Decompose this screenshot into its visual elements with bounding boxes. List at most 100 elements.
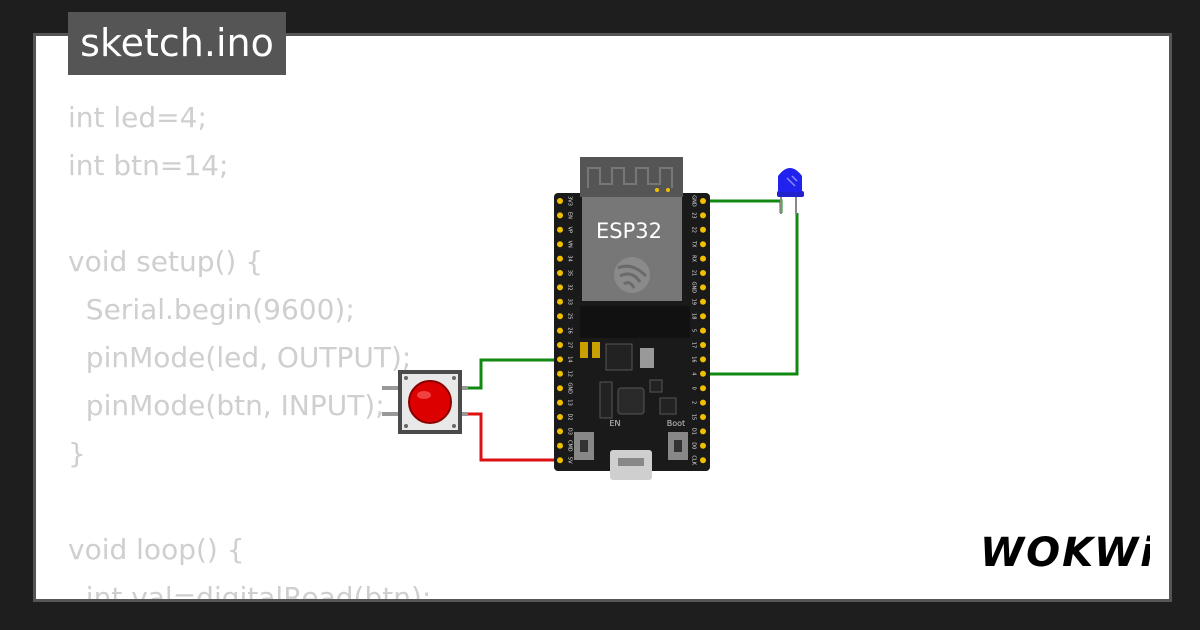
push-button[interactable]	[382, 370, 468, 434]
reset-button[interactable]	[574, 432, 594, 460]
left-pin-label: CMD	[567, 440, 573, 452]
wire-green-button[interactable]	[464, 358, 559, 390]
file-tab[interactable]: sketch.ino	[68, 12, 286, 75]
right-pin-label: 5	[691, 329, 697, 332]
esp32-board[interactable]: ESP32 EN Boot 3V3ENVPVN34353233252627141…	[554, 157, 710, 480]
blue-led[interactable]	[777, 168, 804, 214]
left-pin-label: EN	[567, 212, 573, 219]
boot-label: Boot	[667, 419, 685, 428]
left-pin-label: 5V	[567, 457, 573, 464]
left-pin-label: 12	[567, 371, 573, 377]
wire-green-led-cathode[interactable]	[703, 199, 783, 213]
right-pin-pad[interactable]	[700, 399, 706, 406]
left-pin-pad[interactable]	[557, 198, 563, 204]
left-pin-label: 27	[567, 342, 573, 348]
left-pin-pad[interactable]	[557, 414, 563, 420]
right-pin-label: 19	[691, 299, 697, 305]
boot-button[interactable]	[668, 432, 688, 460]
right-pin-label: TX	[691, 240, 697, 248]
right-pin-label: GND	[691, 195, 697, 207]
right-pin-label: 15	[691, 414, 697, 420]
right-pin-pad[interactable]	[700, 414, 706, 420]
right-pin-pad[interactable]	[700, 284, 706, 291]
code-editor[interactable]: int led=4; int btn=14; void setup() { Se…	[68, 101, 432, 602]
right-pin-label: 18	[691, 313, 697, 319]
right-pin-pad[interactable]	[700, 428, 706, 435]
left-pin-pad[interactable]	[557, 284, 563, 291]
right-pin-pad[interactable]	[700, 212, 706, 219]
wokwi-logo-text: WOKWi	[980, 530, 1150, 576]
left-pin-label: 32	[567, 284, 573, 290]
left-pin-label: 14	[567, 356, 573, 362]
left-pin-pad[interactable]	[557, 327, 563, 334]
right-pin-pad[interactable]	[700, 356, 706, 363]
left-pin-pad[interactable]	[557, 226, 563, 233]
right-pin-label: 4	[691, 372, 697, 375]
right-pin-label: 22	[691, 227, 697, 233]
left-pin-label: VN	[567, 241, 573, 248]
left-pin-label: 35	[567, 270, 573, 276]
right-pin-pad[interactable]	[700, 327, 706, 334]
left-pin-pad[interactable]	[557, 370, 563, 377]
left-pin-pad[interactable]	[557, 356, 563, 363]
right-pin-label: 2	[691, 401, 697, 404]
left-pin-pad[interactable]	[557, 270, 563, 276]
left-pin-label: 26	[567, 327, 573, 333]
left-pin-pad[interactable]	[557, 313, 563, 320]
left-pin-label: D2	[567, 413, 573, 420]
right-pin-pad[interactable]	[700, 270, 706, 276]
en-label: EN	[609, 419, 620, 428]
right-pin-label: D1	[691, 428, 697, 435]
left-pin-label: GND	[567, 382, 573, 394]
right-pin-pad[interactable]	[700, 385, 706, 392]
wifi-antenna	[580, 157, 683, 197]
right-pin-label: 17	[691, 342, 697, 348]
usb-port[interactable]	[610, 450, 652, 480]
left-pin-pad[interactable]	[557, 342, 563, 348]
right-pin-pad[interactable]	[700, 241, 706, 248]
left-pin-label: 13	[567, 399, 573, 405]
right-pin-pad[interactable]	[700, 226, 706, 233]
wokwi-logo: WOKWi	[980, 530, 1150, 576]
left-pin-pad[interactable]	[557, 428, 563, 435]
left-pin-label: 34	[567, 255, 573, 261]
right-pin-label: D0	[691, 442, 697, 449]
board-label: ESP32	[596, 219, 662, 243]
left-pin-label: 33	[567, 299, 573, 305]
right-pin-label: 23	[691, 212, 697, 218]
left-pin-pad[interactable]	[557, 385, 563, 392]
right-pin-label: RX	[691, 255, 697, 262]
left-pin-label: 3V3	[567, 196, 573, 206]
right-pin-label: GND	[691, 282, 697, 294]
wire-green-led-anode[interactable]	[703, 213, 799, 376]
right-pin-label: CLK	[691, 455, 697, 465]
right-pin-label: 21	[691, 270, 697, 276]
left-pin-label: VP	[567, 227, 573, 233]
left-pin-label: 25	[567, 313, 573, 319]
wire-red-button[interactable]	[464, 412, 559, 462]
espressif-icon	[614, 257, 650, 293]
right-pin-pad[interactable]	[700, 442, 706, 449]
left-pin-pad[interactable]	[557, 298, 563, 305]
button-cap[interactable]	[408, 380, 452, 424]
left-pin-label: D3	[567, 428, 573, 435]
left-pin-pad[interactable]	[557, 241, 563, 248]
right-pin-pad[interactable]	[700, 313, 706, 320]
left-pin-pad[interactable]	[557, 212, 563, 219]
right-pin-pad[interactable]	[700, 370, 706, 377]
sketch-card: int led=4; int btn=14; void setup() { Se…	[33, 33, 1172, 602]
left-pin-pad[interactable]	[557, 255, 563, 262]
right-pin-pad[interactable]	[700, 457, 706, 464]
right-pin-label: 16	[691, 356, 697, 362]
left-pin-pad[interactable]	[557, 457, 563, 464]
right-pin-pad[interactable]	[700, 255, 706, 262]
right-pin-pad[interactable]	[700, 298, 706, 305]
right-pin-label: 0	[691, 387, 697, 390]
right-pin-pad[interactable]	[700, 342, 706, 348]
left-pin-pad[interactable]	[557, 442, 563, 449]
right-pin-pad[interactable]	[700, 198, 706, 204]
left-pin-pad[interactable]	[557, 399, 563, 406]
